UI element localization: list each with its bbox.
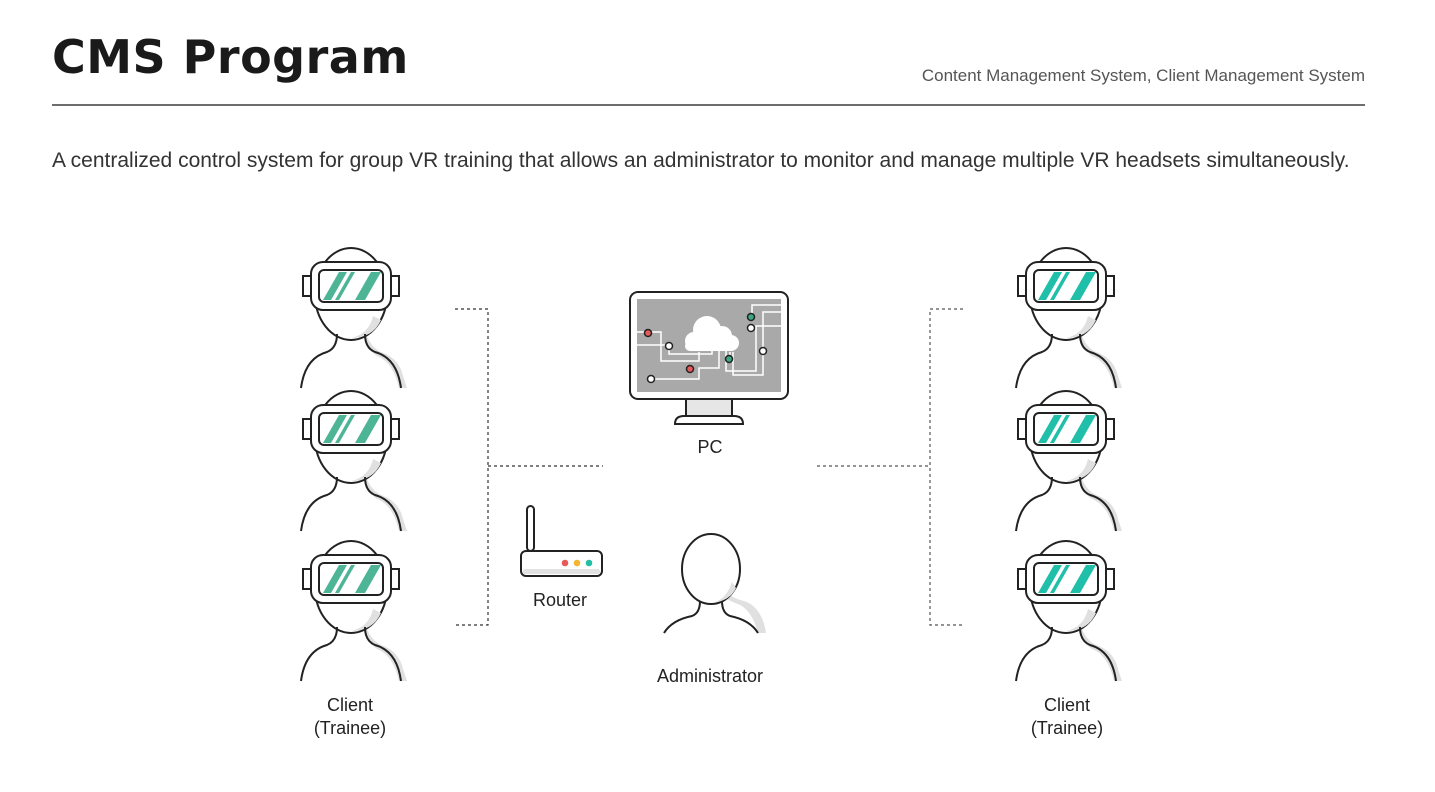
- left-clients-label: Client (Trainee): [290, 694, 410, 740]
- page-subtitle: Content Management System, Client Manage…: [921, 66, 1365, 85]
- pc-monitor-icon: [629, 291, 789, 425]
- right-clients-label: Client (Trainee): [1007, 694, 1127, 740]
- right-client-1: [1015, 247, 1123, 389]
- left-client-2: [300, 390, 408, 532]
- right-client-3: [1015, 540, 1123, 682]
- right-client-2: [1015, 390, 1123, 532]
- description: A centralized control system for group V…: [52, 149, 1350, 172]
- page-title: CMS Program: [52, 30, 409, 84]
- admin-label: Administrator: [656, 666, 764, 686]
- right-clients-label-line2: (Trainee): [1030, 718, 1104, 738]
- right-connection-lines: [817, 308, 963, 626]
- right-clients-label-line1: Client: [1043, 695, 1091, 715]
- left-clients-label-line2: (Trainee): [313, 718, 387, 738]
- left-client-3: [300, 540, 408, 682]
- administrator-icon: [663, 533, 766, 634]
- header-divider: [52, 104, 1365, 106]
- router-icon: [520, 505, 603, 577]
- left-connection-lines: [455, 308, 603, 626]
- left-client-1: [300, 247, 408, 389]
- left-clients-label-line1: Client: [326, 695, 374, 715]
- pc-label: PC: [697, 437, 723, 457]
- router-label: Router: [532, 590, 588, 610]
